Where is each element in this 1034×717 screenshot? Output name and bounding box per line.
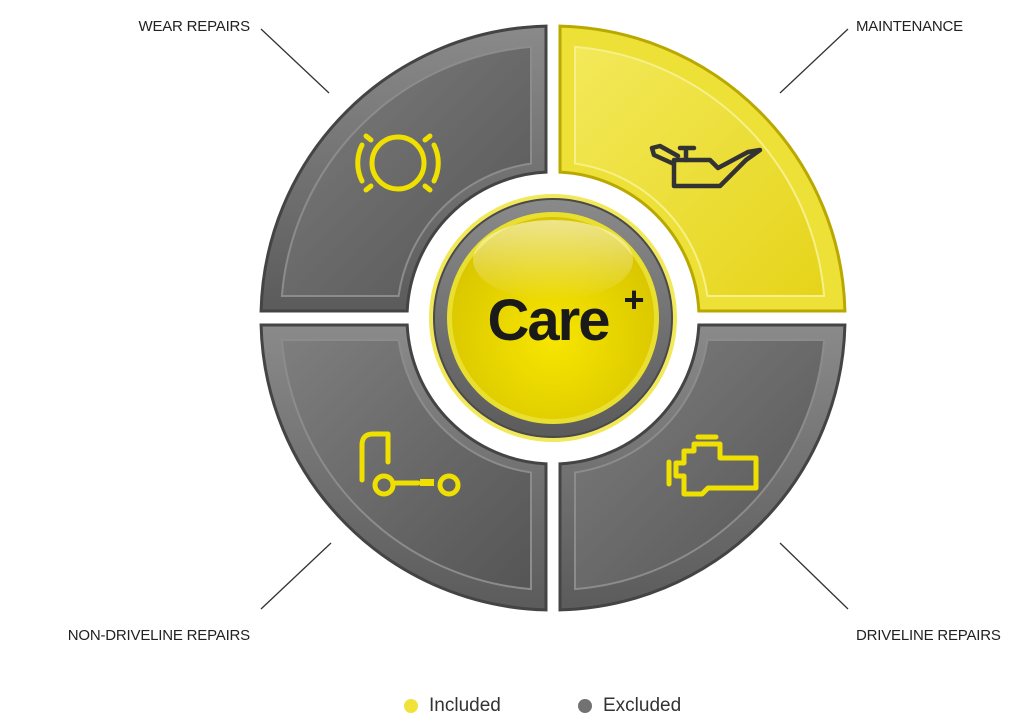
legend-excluded: Excluded <box>578 695 681 717</box>
segment-wear <box>259 24 548 313</box>
legend-included: Included <box>404 695 501 717</box>
included-dot-icon <box>404 699 418 713</box>
care-brand-text: Care <box>488 288 610 353</box>
care-plus-center-badge: Care + <box>429 194 677 442</box>
segment-maintenance <box>558 24 847 313</box>
engine-icon <box>666 434 759 497</box>
legend: Included Excluded <box>0 695 1034 717</box>
connector-line-non-driveline <box>260 542 332 610</box>
segment-driveline <box>558 323 847 612</box>
wear-repairs-label: WEAR REPAIRS <box>138 18 250 35</box>
segment-non-driveline <box>259 323 548 612</box>
legend-included-label: Included <box>429 695 501 716</box>
legend-excluded-label: Excluded <box>603 695 682 716</box>
connector-line-driveline <box>779 542 849 610</box>
excluded-dot-icon <box>578 699 592 713</box>
connector-line-wear <box>260 28 330 94</box>
care-plus-sign: + <box>623 279 644 320</box>
maintenance-label: MAINTENANCE <box>856 18 963 35</box>
truck-icon <box>359 431 461 497</box>
non-driveline-repairs-label: NON-DRIVELINE REPAIRS <box>68 627 250 644</box>
oil-can-icon <box>649 143 763 189</box>
connector-line-maintenance <box>779 28 849 94</box>
brake-disc-icon <box>355 133 441 193</box>
driveline-repairs-label: DRIVELINE REPAIRS <box>856 627 1001 644</box>
